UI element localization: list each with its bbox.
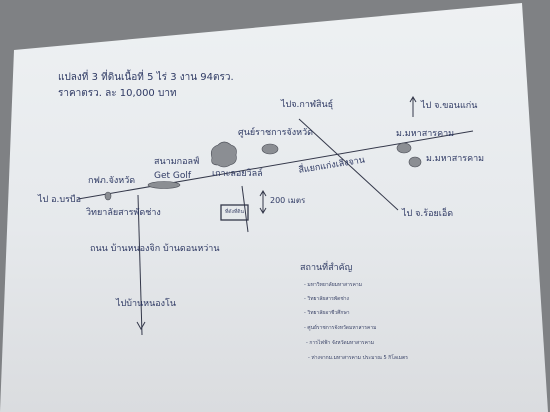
msu2-marker xyxy=(408,156,422,168)
label-govcenter: ศูนย์ราชการจังหวัด xyxy=(238,128,313,138)
label-borabue: ไป อ.บรบือ xyxy=(38,195,82,205)
header-line-2: ราคาตรว. ละ 10,000 บาท xyxy=(58,88,177,99)
label-msu-2: ม.มหาสารคาม xyxy=(426,154,485,164)
places-heading: สถานที่สำคัญ xyxy=(300,263,353,273)
label-msu-1: ม.มหาสารคาม xyxy=(396,129,455,139)
label-getgolf: Get Golf xyxy=(154,171,192,181)
places-item: - มหาวิทยาลัยมหาสารคาม xyxy=(304,282,363,288)
label-island: เกาะลอยวิลล์ xyxy=(212,169,263,179)
label-college: วิทยาลัยสารพัดช่าง xyxy=(86,208,161,218)
label-plot: ที่ดังที่ดิน xyxy=(225,209,244,215)
label-distance: 200 เมตร xyxy=(270,196,306,205)
msu1-marker xyxy=(396,142,412,154)
label-roiet: ไป จ.ร้อยเอ็ด xyxy=(402,209,454,219)
places-item: - วิทยาลัยสารพัดช่าง xyxy=(304,296,349,302)
roiet-road xyxy=(298,118,399,211)
main-road xyxy=(77,130,474,200)
places-item: - ห่างจากม.มหาสารคาม ประมาณ 5 กิโลเมตร xyxy=(308,355,408,361)
govcenter-marker xyxy=(261,143,279,155)
vertical-road xyxy=(137,194,143,336)
plot-marker xyxy=(220,204,249,221)
getgolf-marker xyxy=(147,181,181,189)
police-marker xyxy=(104,191,112,201)
places-item: - ศูนย์ราชการจังหวัดมหาสารคาม xyxy=(304,325,377,331)
label-road: ถนน บ้านหนองจิก บ้านดอนหว่าน xyxy=(90,244,220,254)
places-item: - วิทยาลัยอาชีวศึกษา xyxy=(304,310,350,316)
label-police: กฟภ.จังหวัด xyxy=(88,176,136,186)
plot-spur-road xyxy=(241,185,249,233)
label-kalasin: ไปจ.กาฬสินธุ์ xyxy=(281,100,334,110)
label-golf: สนามกอลฟ์ xyxy=(154,157,200,167)
header-line-1: แปลงที่ 3 ที่ดินเนื้อที่ 5 ไร่ 3 งาน 94ต… xyxy=(58,72,234,83)
label-khonkaen: ไป จ.ขอนแก่น xyxy=(421,101,478,111)
nongno-arrow xyxy=(136,321,146,331)
label-nongno: ไปบ้านหนองโน xyxy=(116,299,177,309)
places-item: - การไฟฟ้า จังหวัดมหาสารคาม xyxy=(306,340,375,346)
golf-course-marker xyxy=(210,141,237,168)
